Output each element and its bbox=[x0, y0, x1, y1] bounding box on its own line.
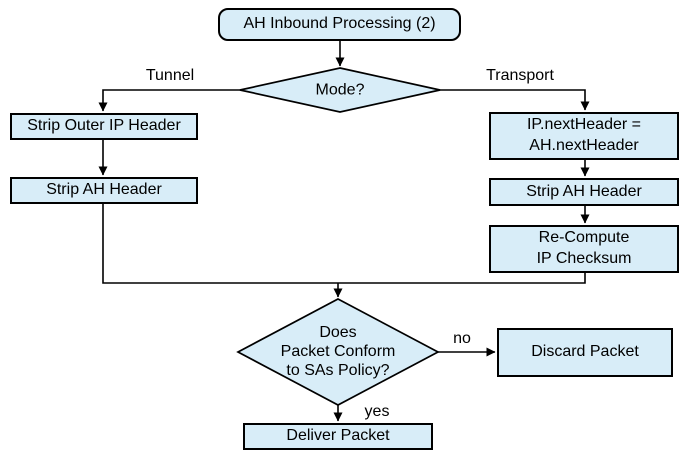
start-node: AH Inbound Processing (2) bbox=[218, 8, 461, 41]
arrow-mode-to-transport bbox=[440, 89, 590, 111]
strip-outer-ip-header-node: Strip Outer IP Header bbox=[10, 113, 198, 140]
yes-branch-label: yes bbox=[364, 403, 390, 420]
mode-diamond-shape bbox=[239, 67, 441, 113]
merge-connector bbox=[102, 204, 586, 284]
no-branch-label: no bbox=[453, 330, 471, 347]
strip-ah-header-transport-node: Strip AH Header bbox=[489, 178, 679, 206]
policy-decision-label: Does Packet Conform to SAs Policy? bbox=[280, 324, 396, 380]
tunnel-branch-label: Tunnel bbox=[145, 67, 195, 84]
recompute-ip-checksum-node: Re-Compute IP Checksum bbox=[489, 225, 679, 273]
transport-branch-label: Transport bbox=[486, 67, 554, 84]
arrow-mode-to-tunnel bbox=[98, 89, 240, 112]
policy-diamond-shape bbox=[236, 298, 440, 406]
ip-nextheader-node: IP.nextHeader = AH.nextHeader bbox=[489, 112, 679, 160]
mode-decision-label: Mode? bbox=[315, 81, 365, 99]
strip-ah-header-tunnel-node: Strip AH Header bbox=[10, 177, 198, 204]
discard-packet-node: Discard Packet bbox=[497, 328, 673, 377]
deliver-packet-node: Deliver Packet bbox=[243, 423, 433, 450]
